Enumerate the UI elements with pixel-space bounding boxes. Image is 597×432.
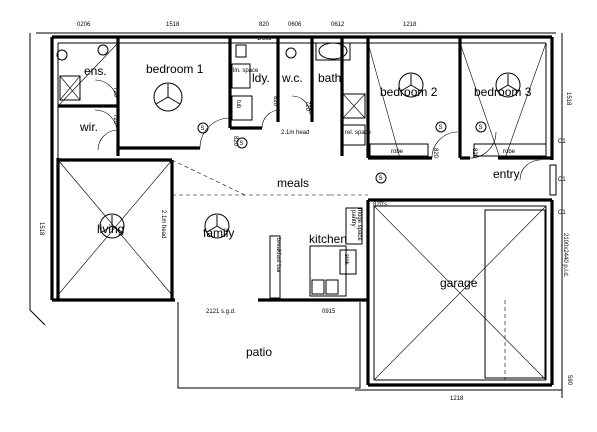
robe-right-box — [473, 143, 547, 157]
shower-bath — [342, 93, 366, 119]
smoke-detector-icon: S — [201, 126, 205, 132]
dimension-label: 0612 — [331, 22, 345, 28]
room-labels: ens. wir. bedroom 1 ldy. w.c. bath bedro… — [79, 62, 532, 359]
dimension-label: 820 — [432, 148, 438, 159]
shower-ens — [59, 75, 81, 101]
roof-lines — [57, 42, 547, 381]
toilet-wc — [285, 47, 297, 59]
dimension-label: 820 — [272, 96, 278, 107]
smoke-detector-icon: S — [379, 176, 383, 182]
sink-box — [339, 249, 357, 275]
dimension-label: 0915 — [322, 309, 336, 315]
fixtures — [56, 42, 557, 299]
laundry-tub — [231, 63, 251, 89]
toilet-ens — [97, 44, 109, 56]
linen-box — [342, 124, 366, 146]
patio-area — [177, 302, 361, 389]
robe-left-box — [369, 143, 429, 157]
dimension-label: 2100x2440 p.l.d. — [562, 233, 568, 278]
entry-door — [549, 164, 557, 196]
ceiling-fans — [99, 72, 521, 239]
fixture-label: breakfast bar — [275, 238, 281, 273]
dimension-label: C1 — [558, 177, 566, 183]
dimension-label: 2121 s.g.d. — [206, 309, 236, 315]
smoke-detector-icon: S — [479, 125, 483, 131]
fan-icon — [398, 72, 424, 98]
dimension-label: C1 — [558, 210, 566, 216]
fixture-label: robe — [391, 149, 404, 155]
dimension-label: 1518 — [565, 92, 571, 106]
dimension-label: 2.1m head — [281, 130, 309, 136]
room-label-kitchen: kitchen — [309, 232, 347, 246]
smoke-detector-icon: S — [439, 125, 443, 131]
room-label-wc: w.c. — [281, 71, 303, 85]
dimension-labels: 0206 1518 820 1/3uJ 0606 0612 1218 1518 … — [38, 22, 572, 402]
pantry-box — [345, 207, 363, 245]
fixture-labels: robe robe rel. space lin. space tub brea… — [233, 68, 516, 273]
dimension-label: 1218 — [403, 22, 417, 28]
dimension-label: 590 — [566, 375, 572, 386]
fixture-label: tub — [235, 100, 241, 109]
dimension-label: 820 — [259, 22, 270, 28]
basin-ens — [56, 49, 68, 61]
room-label-entry: entry — [493, 167, 520, 181]
fixture-label: rel. space — [345, 130, 372, 136]
dimension-label: 2.1m head — [160, 210, 166, 238]
fixture-label: sink — [343, 254, 349, 266]
fan-icon — [99, 213, 125, 239]
room-label-wir: wir. — [79, 120, 98, 134]
dimension-label: 720 — [112, 114, 118, 125]
room-label-garage: garage — [440, 276, 478, 290]
dimension-label: 1518 — [166, 22, 180, 28]
fixture-label: robe — [503, 149, 516, 155]
room-label-bedroom3: bedroom 3 — [474, 85, 532, 99]
wall-linings — [29, 32, 563, 398]
smoke-detectors: S S S S S — [197, 121, 487, 184]
fan-icon — [204, 213, 230, 239]
dimension-label: 820 — [471, 148, 477, 159]
fan-icon — [153, 82, 183, 112]
kitchen-bench — [309, 245, 347, 297]
room-label-living: living — [97, 222, 124, 236]
bench-box — [269, 235, 281, 299]
room-label-bedroom1: bedroom 1 — [146, 62, 204, 76]
dimension-label: 1/3uJ — [257, 36, 272, 42]
dimension-label: 820's — [373, 202, 387, 208]
dimension-label: 1518 — [38, 222, 44, 236]
room-label-ensuite: ens. — [84, 64, 107, 78]
fixture-label: pantry — [350, 210, 356, 227]
dimension-label: 0206 — [77, 22, 91, 28]
room-label-bath: bath — [318, 71, 341, 85]
doors — [94, 79, 541, 181]
room-label-meals: meals — [277, 176, 309, 190]
fan-icon — [495, 72, 521, 98]
room-label-family: family — [203, 226, 234, 240]
dimension-label: 1218 — [450, 396, 464, 402]
dimension-label: 720 — [112, 87, 118, 98]
smoke-detector-icon: S — [240, 141, 244, 147]
dimension-label: 720 — [304, 101, 310, 112]
room-label-bedroom2: bedroom 2 — [380, 85, 438, 99]
room-label-patio: patio — [246, 345, 272, 359]
dimension-label: C1 — [558, 139, 566, 145]
room-label-laundry: ldy. — [252, 71, 270, 85]
dimension-label: 0606 — [288, 22, 302, 28]
fixture-label: fridge space — [356, 208, 362, 241]
dimension-label: 820 — [232, 136, 238, 147]
fixture-label: lin. space — [233, 68, 259, 74]
